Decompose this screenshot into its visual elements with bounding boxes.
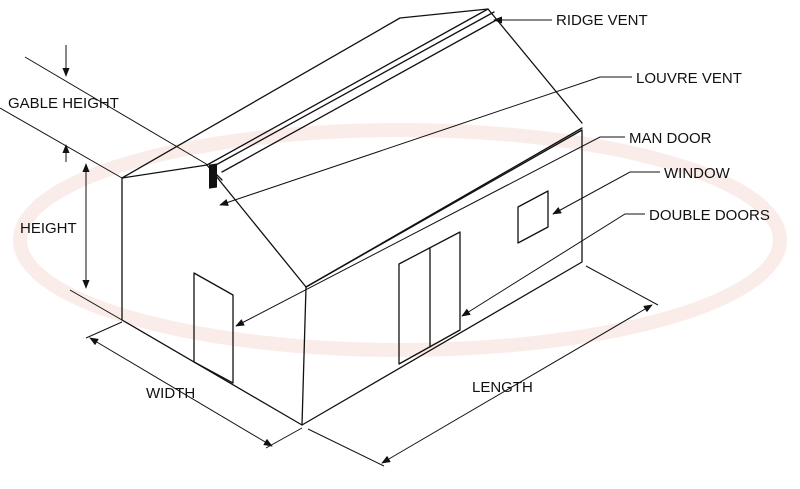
- double-doors-leader: [461, 213, 645, 317]
- gable-height-ext-top: [24, 56, 209, 166]
- window-label: WINDOW: [664, 165, 731, 182]
- louvre-vent-label: LOUVRE VENT: [636, 70, 742, 87]
- window-shape: [517, 190, 549, 244]
- window-leader: [552, 171, 660, 215]
- man-door-leader: [235, 136, 625, 327]
- roof-ridge: [206, 8, 583, 166]
- width-ext-right: [265, 427, 303, 449]
- double-doors-label: DOUBLE DOORS: [649, 207, 770, 224]
- man-door-label: MAN DOOR: [629, 130, 712, 147]
- width-ext-left: [85, 321, 123, 339]
- callouts: [219, 16, 660, 327]
- length-arrow: [381, 304, 653, 464]
- side-wall: [301, 129, 583, 426]
- louvre-vent: [209, 163, 217, 189]
- width-label: WIDTH: [146, 385, 195, 402]
- watermark: [13, 123, 787, 357]
- height-label: HEIGHT: [20, 220, 77, 237]
- ridge-vent-label: RIDGE VENT: [556, 12, 648, 29]
- labels: RIDGE VENT LOUVRE VENT MAN DOOR WINDOW D…: [8, 12, 770, 402]
- width-arrow: [89, 337, 273, 447]
- building: [121, 8, 583, 426]
- length-label: LENGTH: [472, 379, 533, 396]
- eave-line: [305, 127, 583, 288]
- ridge-vent-strip: [209, 11, 501, 181]
- length-ext-right: [585, 265, 659, 306]
- gable-height-label: GABLE HEIGHT: [8, 95, 119, 112]
- length-ext-left: [307, 428, 385, 467]
- louvre-vent-leader: [219, 76, 632, 206]
- height-ext-bottom: [69, 289, 123, 321]
- gable-height-ext-bottom: [0, 107, 123, 179]
- roof-back-edge: [121, 8, 489, 179]
- dimensions: [0, 45, 659, 467]
